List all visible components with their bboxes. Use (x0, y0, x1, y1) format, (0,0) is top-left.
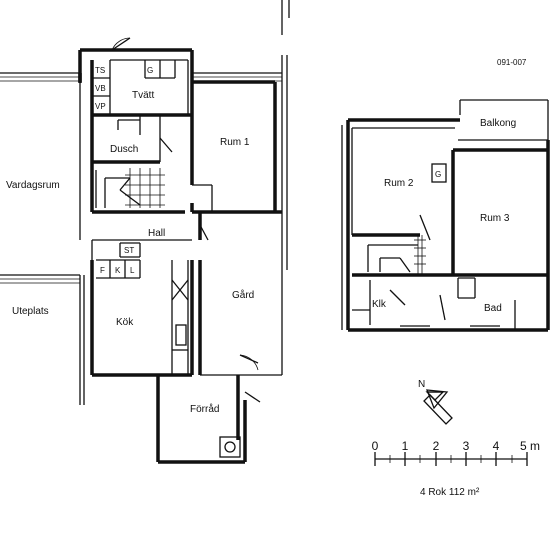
fixture-label-vb: VB (95, 84, 106, 93)
scale-label-2: 2 (433, 439, 440, 453)
room-label-forrad: Förråd (190, 403, 219, 415)
room-label-gard: Gård (232, 289, 254, 301)
fixture-label-vp: VP (95, 102, 106, 111)
room-label-vardagsrum: Vardagsrum (6, 180, 60, 191)
fixture-label-st: ST (124, 246, 134, 255)
room-label-tvatt: Tvätt (132, 90, 154, 101)
ground-floor-plan (0, 0, 290, 464)
north-label: N (418, 379, 425, 390)
drawing-id: 091-007 (497, 58, 527, 67)
scale-label-3: 3 (463, 439, 470, 453)
room-label-kok: Kök (116, 317, 134, 328)
room-label-rum1: Rum 1 (220, 137, 250, 148)
room-label-dusch: Dusch (110, 144, 138, 155)
room-label-klk: Klk (372, 299, 387, 310)
room-label-uteplats: Uteplats (12, 306, 49, 317)
scale-label-5: 5 m (520, 439, 540, 453)
room-label-hall: Hall (148, 228, 165, 239)
fixture-label-l: L (130, 266, 135, 275)
room-label-balkong: Balkong (480, 118, 516, 129)
room-label-rum3: Rum 3 (480, 213, 510, 224)
fixture-label-g: G (147, 66, 153, 75)
upper-floor-plan (341, 99, 550, 332)
fixture-label-k: K (115, 266, 121, 275)
scale-bar: 0 1 2 3 4 5 m (372, 439, 540, 466)
fixture-label-ts: TS (95, 66, 105, 75)
room-label-rum2: Rum 2 (384, 178, 414, 189)
fixture-label-f: F (100, 266, 105, 275)
room-label-bad: Bad (484, 303, 502, 314)
fixture-label-g-upper: G (435, 170, 441, 179)
apartment-summary: 4 Rok 112 m² (420, 487, 480, 498)
scale-label-0: 0 (372, 439, 379, 453)
scale-label-4: 4 (493, 439, 500, 453)
scale-label-1: 1 (402, 439, 409, 453)
north-arrow (423, 389, 453, 425)
